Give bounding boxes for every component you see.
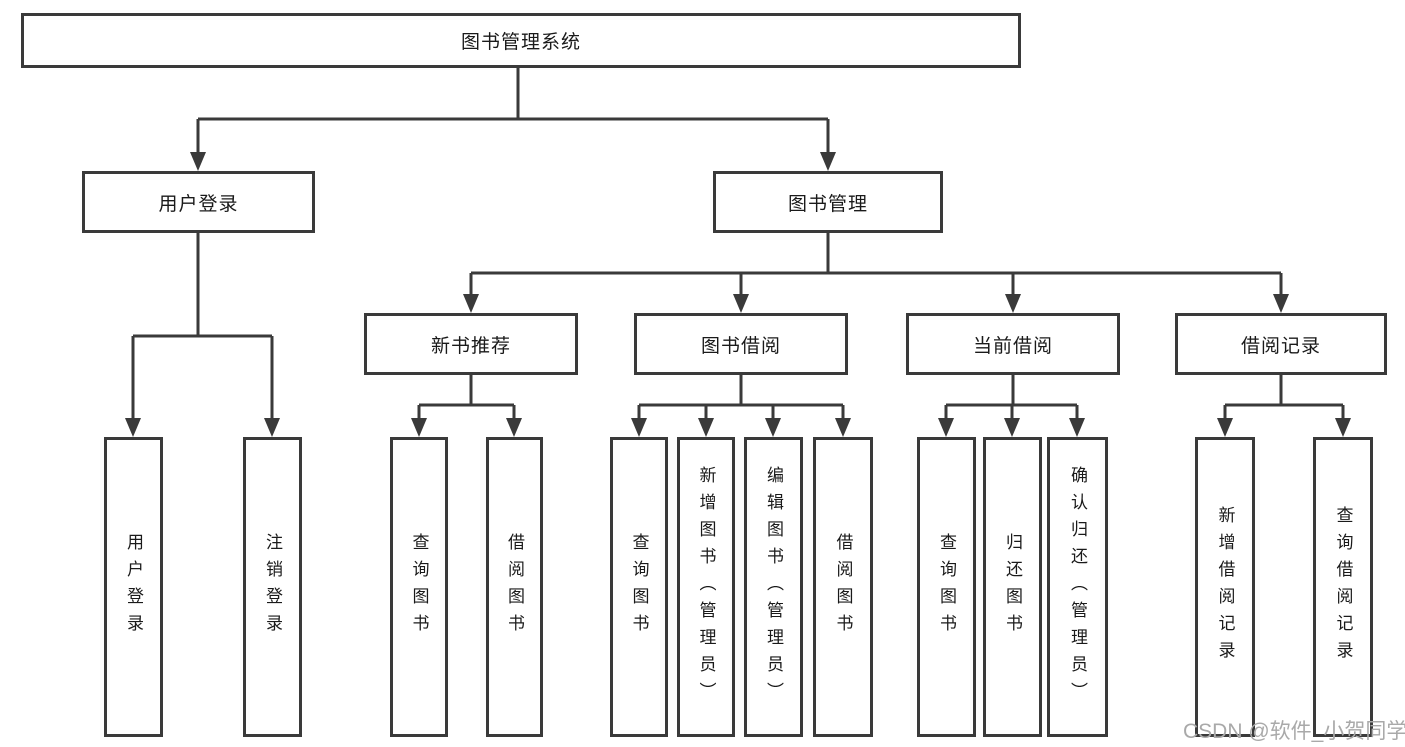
arrowhead-icon	[125, 418, 141, 437]
leaf-newbook-query: 查询图书	[390, 437, 448, 737]
arrowhead-icon	[938, 418, 954, 437]
arrowhead-icon	[835, 418, 851, 437]
arrowhead-icon	[1004, 418, 1020, 437]
leaf-current-return-label: 归还图书	[1003, 533, 1022, 641]
leaf-records-query-label: 查询借阅记录	[1333, 506, 1353, 668]
leaf-current-query-label: 查询图书	[937, 533, 956, 641]
arrowhead-icon	[631, 418, 647, 437]
node-current-borrow-label: 当前借阅	[972, 335, 1053, 357]
connector-mgmt-to-level3	[469, 233, 1283, 298]
connector-login-to-leaves	[131, 233, 274, 422]
arrowhead-icon	[1335, 418, 1351, 437]
leaf-records-add: 新增借阅记录	[1195, 437, 1255, 737]
leaf-newbook-borrow: 借阅图书	[486, 437, 543, 737]
connector-root-to-level2	[196, 68, 830, 157]
node-root: 图书管理系统	[21, 13, 1021, 68]
leaf-borrow-query-label: 查询图书	[629, 533, 649, 641]
arrowhead-icon	[506, 418, 522, 437]
leaf-borrow-edit-label: 编辑图书（管理员）	[764, 465, 783, 709]
leaf-user-login: 用户登录	[104, 437, 163, 737]
node-borrow-records: 借阅记录	[1175, 313, 1387, 375]
node-new-book-recommend-label: 新书推荐	[430, 335, 511, 357]
arrowhead-icon	[1005, 294, 1021, 313]
leaf-current-return: 归还图书	[983, 437, 1042, 737]
arrowhead-icon	[820, 152, 836, 171]
connector-records-to-leaves	[1223, 375, 1345, 422]
arrowhead-icon	[264, 418, 280, 437]
arrowhead-icon	[1273, 294, 1289, 313]
arrowhead-icon	[411, 418, 427, 437]
node-user-login-label: 用户登录	[158, 193, 239, 215]
arrowhead-icon	[765, 418, 781, 437]
leaf-borrow-add-label: 新增图书（管理员）	[696, 465, 716, 709]
leaf-records-query: 查询借阅记录	[1313, 437, 1373, 737]
arrowhead-icon	[698, 418, 714, 437]
leaf-records-add-label: 新增借阅记录	[1215, 506, 1235, 668]
connector-current-to-leaves	[944, 375, 1079, 422]
node-current-borrow: 当前借阅	[906, 313, 1120, 375]
leaf-user-login-label: 用户登录	[124, 533, 143, 641]
arrowhead-icon	[733, 294, 749, 313]
leaf-borrow-add: 新增图书（管理员）	[677, 437, 735, 737]
leaf-current-confirm-return: 确认归还（管理员）	[1047, 437, 1108, 737]
node-borrow-records-label: 借阅记录	[1240, 335, 1321, 357]
arrowhead-icon	[190, 152, 206, 171]
arrowhead-icon	[1217, 418, 1233, 437]
arrowhead-icon	[463, 294, 479, 313]
node-new-book-recommend: 新书推荐	[364, 313, 578, 375]
leaf-logout: 注销登录	[243, 437, 302, 737]
watermark-text: CSDN @软件_小贺同学	[1183, 720, 1405, 743]
leaf-borrow-borrow-label: 借阅图书	[833, 533, 853, 641]
leaf-borrow-borrow: 借阅图书	[813, 437, 873, 737]
connector-newbook-to-leaves	[417, 375, 516, 422]
leaf-borrow-query: 查询图书	[610, 437, 668, 737]
leaf-newbook-query-label: 查询图书	[409, 533, 429, 641]
node-root-label: 图书管理系统	[460, 32, 581, 53]
leaf-current-query: 查询图书	[917, 437, 976, 737]
node-book-management-label: 图书管理	[787, 193, 868, 215]
leaf-borrow-edit: 编辑图书（管理员）	[744, 437, 803, 737]
leaf-newbook-borrow-label: 借阅图书	[505, 533, 524, 641]
node-book-borrow-label: 图书借阅	[700, 335, 781, 357]
arrowhead-icon	[1069, 418, 1085, 437]
leaf-current-confirm-return-label: 确认归还（管理员）	[1068, 465, 1087, 709]
node-user-login: 用户登录	[82, 171, 315, 233]
leaf-logout-label: 注销登录	[263, 533, 282, 641]
connector-borrow-to-leaves	[637, 375, 845, 422]
node-book-borrow: 图书借阅	[634, 313, 848, 375]
node-book-management: 图书管理	[713, 171, 943, 233]
